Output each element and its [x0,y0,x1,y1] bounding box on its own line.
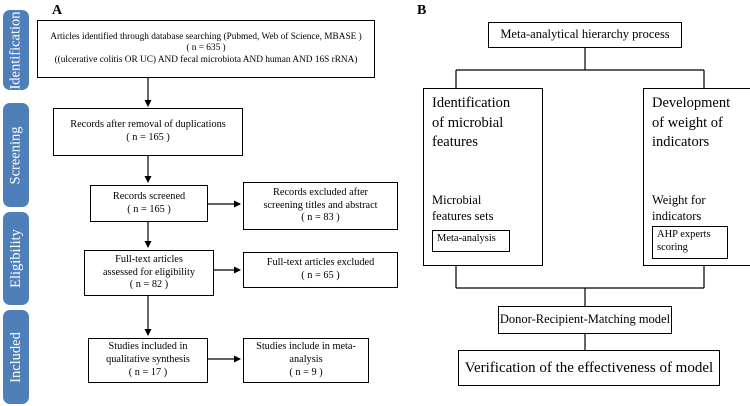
box-after-dedup: Records after removal of duplications ( … [53,108,243,156]
box-meta-analysis-method: Meta-analysis [432,230,510,252]
excluded-full-count: ( n = 65 ) [301,270,340,281]
box-fulltext-assessed: Full-text articles assessed for eligibil… [84,250,214,296]
meta-line1: Studies include in meta- [256,341,356,353]
right-sub-title: Weight for indicators [652,193,706,224]
meta-line2: analysis [289,354,323,366]
box-meta-analytical-process: Meta-analytical hierarchy process [488,22,682,48]
verification-label: Verification of the effectiveness of mod… [464,359,714,376]
stage-included-label: Included [7,331,24,383]
left-branch-heading: Identification of microbial features [432,94,542,164]
box-meta-analysis-studies: Studies include in meta- analysis ( n = … [243,338,369,383]
left-heading-line3: features [432,134,478,151]
box-ahp-scoring: AHP experts scoring [652,226,728,259]
panel-a-label: A [52,3,63,18]
box-left-branch [423,88,543,266]
identified-query: ((ulcerative colitis OR UC) AND fecal mi… [54,54,358,65]
left-sub-title: Microbial features sets [432,193,493,224]
qualitative-line1: Studies included in [108,341,188,353]
right-heading-line3: indicators [652,134,710,151]
model-label: Donor-Recipient-Matching model [499,312,671,327]
excluded-screen-count: ( n = 83 ) [301,212,340,224]
qualitative-line2: qualitative synthesis [106,354,190,366]
after-dedup-count: ( n = 165 ) [126,132,170,143]
panel-b-tree [455,48,705,350]
right-heading-line2: of weight of [652,114,723,131]
fulltext-line1: Full-text articles [115,253,183,265]
left-heading-line1: Identification [432,95,511,111]
box-right-branch [643,88,750,266]
excluded-screen-line1: Records excluded after [273,186,368,198]
box-fulltext-excluded: Full-text articles excluded ( n = 65 ) [243,252,398,288]
right-sub-title-line2: indicators [652,208,702,223]
screened-label: Records screened [112,190,186,202]
stage-eligibility-label: Eligibility [7,229,24,288]
excluded-full-label: Full-text articles excluded [266,257,375,269]
left-sub-title-line2: features sets [432,208,494,223]
box-qualitative-synthesis: Studies included in qualitative synthesi… [88,338,208,383]
fulltext-line2: assessed for eligibility [102,266,196,278]
screened-count: ( n = 165 ) [127,203,171,215]
left-sub-title-line1: Microbial [432,193,482,207]
box-donor-recipient-model: Donor-Recipient-Matching model [498,306,672,334]
after-dedup-label: Records after removal of duplications [70,119,226,131]
fulltext-count: ( n = 82 ) [129,279,169,291]
right-heading-line1: Development [652,95,731,111]
stage-screening: Screening [3,103,29,207]
right-sub-title-line1: Weight for [652,193,706,207]
right-branch-heading: Development of weight of indicators [652,94,750,164]
right-sub-box-line2: scoring [657,241,688,253]
identified-count: ( n = 635 ) [186,43,226,54]
meta-count: ( n = 9 ) [289,366,323,378]
right-sub-box-line1: AHP experts [657,229,711,240]
stage-eligibility: Eligibility [3,212,29,305]
left-sub-box-label: Meta-analysis [437,233,496,244]
panel-b-label: B [417,3,427,18]
qualitative-count: ( n = 17 ) [128,366,168,378]
identified-line1: Articles identified through database sea… [50,31,362,42]
box-records-excluded: Records excluded after screening titles … [243,182,398,230]
stage-identification-label: Identification [7,10,24,90]
process-title: Meta-analytical hierarchy process [500,27,670,42]
stage-included: Included [3,310,29,404]
stage-identification: Identification [3,10,29,90]
box-verification: Verification of the effectiveness of mod… [458,350,720,386]
excluded-screen-line2: screening titles and abstract [263,199,378,211]
box-identified-articles: Articles identified through database sea… [37,20,375,78]
left-heading-line2: of microbial [432,114,504,131]
box-records-screened: Records screened ( n = 165 ) [90,185,208,222]
stage-screening-label: Screening [7,126,24,184]
